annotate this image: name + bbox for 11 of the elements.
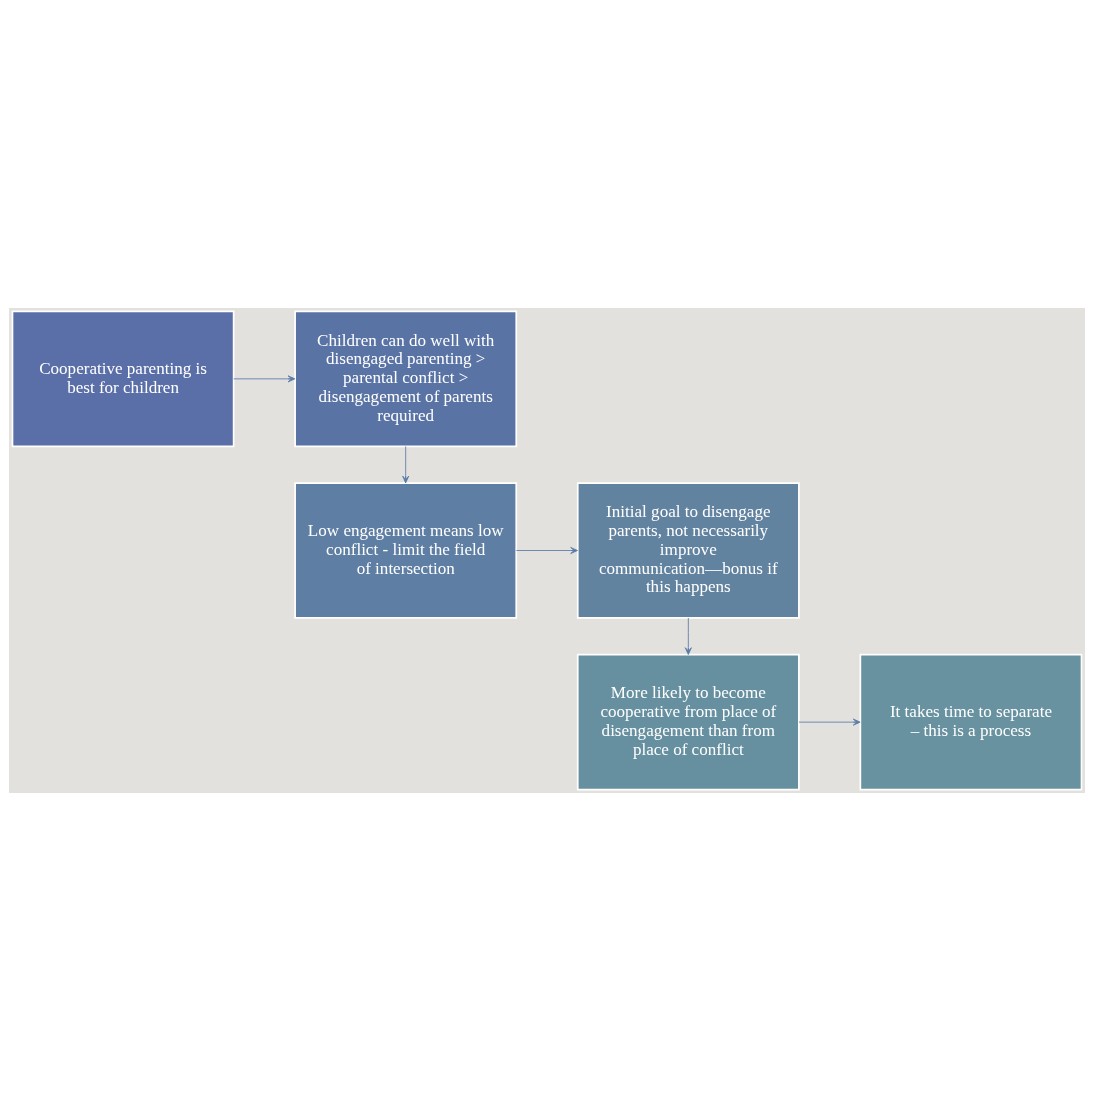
node-box: More likely to become cooperative from place of disengagement than from place of conflict <box>576 653 800 791</box>
arrow <box>684 617 692 655</box>
node-box: Children can do well with disengaged parenting > parental conflict > disengagement of parents required <box>294 310 518 448</box>
arrow <box>402 445 410 484</box>
arrow <box>515 547 578 554</box>
arrow <box>798 718 861 726</box>
node-box: Initial goal to disengage parents, not necessarily improve communication—bonus if this happens <box>576 482 800 619</box>
node-box: Cooperative parenting is best for children <box>11 310 235 448</box>
node-box: Low engagement means low conflict - limit the field of intersection <box>294 482 518 619</box>
node-box: It takes time to separate – this is a process <box>859 653 1083 791</box>
arrow <box>233 375 296 383</box>
